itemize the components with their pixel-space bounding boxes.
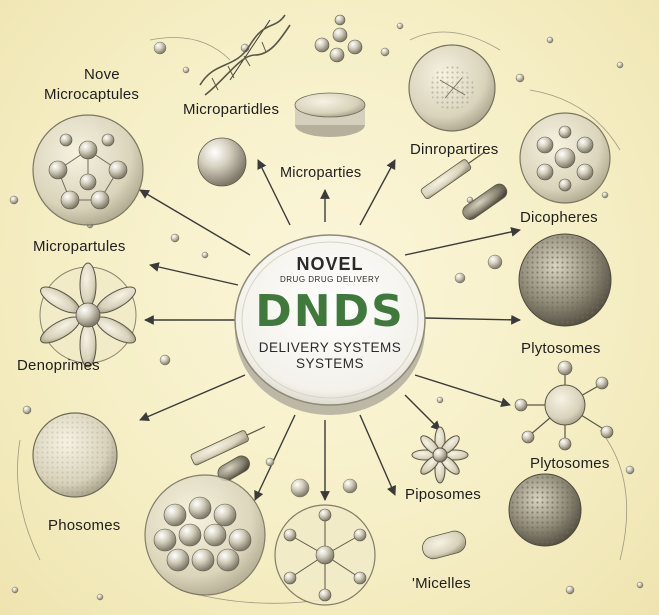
label-plytosomes-lower: Plytosomes	[530, 455, 610, 472]
textured-sphere	[508, 473, 582, 547]
label-microcaptules: Microcaptules	[44, 86, 140, 103]
hub-plate	[234, 234, 426, 415]
arrow-to-micropartidles	[257, 159, 291, 226]
label-dicopheres: Dicopheres	[520, 209, 598, 226]
arrow-to-dinropartires	[359, 159, 396, 226]
hub-line-delivery: DELIVERY SYSTEMS	[258, 340, 402, 355]
hub-line-drug: DRUG DRUG DELIVERY	[280, 275, 380, 284]
connector-arrows	[139, 19, 521, 501]
arrow-to-phosomes-cluster	[254, 414, 296, 501]
nanoparticle-cluster-top	[314, 14, 363, 63]
hub-line-systems: SYSTEMS	[295, 356, 364, 371]
plytosome-node-icon	[514, 360, 614, 451]
arrow-to-micropartules	[149, 262, 239, 286]
hub-acronym: DNDS	[255, 286, 405, 337]
dna-helix-icon	[199, 14, 291, 96]
arrow-to-piposomes	[359, 414, 396, 496]
label-piposomes: Piposomes	[405, 486, 482, 503]
microparticle-disk	[294, 92, 366, 137]
label-phosomes: Phosomes	[48, 517, 121, 534]
arrow-to-plytosomes-lower	[414, 374, 511, 408]
micelle-molecule	[274, 504, 376, 606]
hub-text-block: NOVEL DRUG DRUG DELIVERY DNDS DELIVERY S…	[235, 248, 425, 398]
label-plytosomes-upper: Plytosomes	[521, 340, 601, 357]
label-denoprimes: Denoprimes	[17, 357, 100, 374]
microparticle-sphere	[197, 137, 247, 187]
label-micropartules: Micropartules	[33, 238, 126, 255]
microcapsule-illustration	[32, 114, 144, 226]
label-nove: Nove	[84, 66, 120, 83]
arrow-to-flower	[404, 394, 441, 431]
hub-line-novel: NOVEL	[296, 254, 364, 274]
star-molecule-icon	[39, 262, 137, 368]
dendrimer-circle	[519, 112, 611, 204]
phosome-sphere	[32, 412, 118, 498]
label-microparties: Microparties	[280, 165, 362, 181]
scattered-dots	[9, 22, 644, 601]
label-micropartidles: Micropartidles	[183, 101, 280, 118]
arrow-to-phosomes	[139, 374, 246, 422]
phosomes-cluster	[144, 474, 266, 596]
label-micelles: 'Micelles	[412, 575, 471, 592]
syringe-icons	[190, 151, 508, 560]
liposome-bubble	[408, 44, 496, 132]
arrow-to-dicopheres	[404, 227, 521, 256]
spiky-sphere	[518, 233, 612, 327]
label-dinropartires: Dinropartires	[410, 141, 499, 158]
arrow-to-microcaptules	[139, 189, 251, 256]
flower-particle-icon	[411, 426, 469, 484]
arrow-to-plytosomes-upper	[424, 314, 521, 325]
